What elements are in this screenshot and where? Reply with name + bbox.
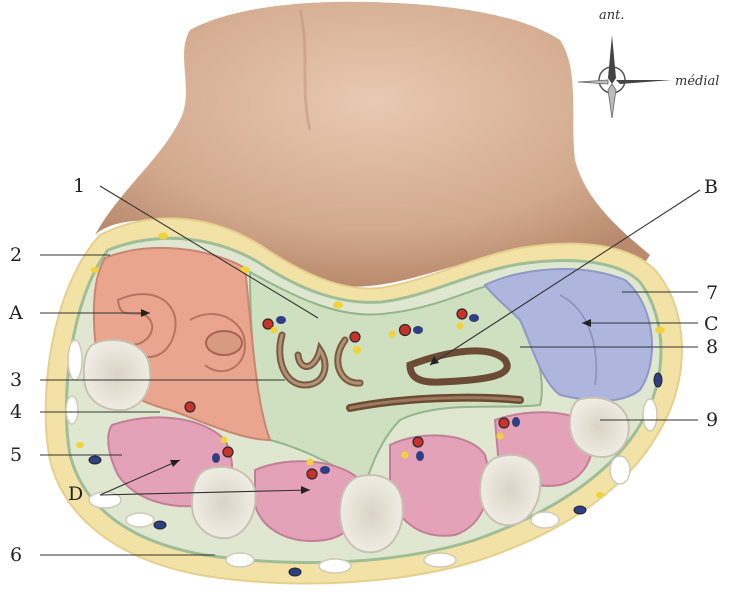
compass-post-arrow: [608, 84, 616, 118]
vein: [320, 466, 330, 474]
label-9: 9: [706, 409, 718, 431]
nerve: [353, 346, 361, 354]
label-a: A: [8, 302, 23, 324]
artery: [400, 325, 411, 336]
label-2: 2: [10, 244, 22, 266]
label-4: 4: [10, 401, 22, 423]
artery: [307, 469, 317, 479]
compass-medial-label: médial: [675, 74, 719, 89]
vein: [212, 453, 220, 463]
metatarsal-5: [570, 398, 629, 457]
artery: [263, 319, 273, 329]
label-7: 7: [706, 282, 718, 304]
vein: [512, 417, 520, 427]
compass-medial-arrow: [616, 80, 672, 84]
artery: [223, 447, 233, 457]
metatarsal-2: [192, 467, 255, 538]
label-c: C: [704, 313, 719, 335]
nerve: [497, 433, 504, 440]
nerve: [221, 437, 228, 444]
label-5: 5: [10, 444, 22, 466]
artery: [457, 309, 467, 319]
artery: [499, 418, 509, 428]
label-8: 8: [706, 336, 718, 358]
artery: [350, 332, 360, 342]
vein: [276, 316, 286, 324]
label-6: 6: [10, 544, 22, 566]
label-3: 3: [10, 369, 22, 391]
orientation-compass: ant. médial: [578, 8, 719, 118]
nerve: [389, 331, 396, 338]
artery: [413, 437, 423, 447]
vein: [413, 326, 423, 334]
muscle-a-tendon-core: [206, 331, 242, 355]
nerve: [271, 327, 278, 334]
nerve: [402, 452, 409, 459]
compass-ant-label: ant.: [599, 8, 624, 23]
compass-ant-arrow: [608, 35, 616, 84]
label-b: B: [704, 176, 718, 198]
metatarsal-1: [84, 340, 150, 410]
vein: [469, 314, 479, 322]
label-1: 1: [73, 175, 85, 197]
vein: [416, 451, 424, 461]
nerve: [307, 459, 314, 466]
nerve: [457, 323, 464, 330]
label-d: D: [68, 483, 83, 505]
muscle-d-3: [390, 435, 489, 535]
metatarsal-3: [340, 475, 403, 552]
artery: [185, 402, 195, 412]
compass-lateral-arrow: [578, 80, 608, 84]
